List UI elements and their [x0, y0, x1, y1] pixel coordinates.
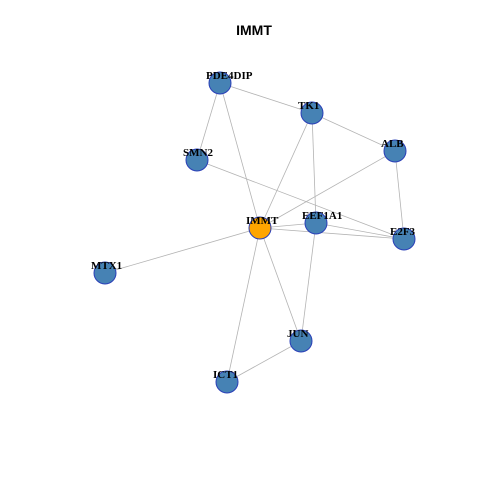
- node-label-mtx1: MTX1: [91, 260, 122, 272]
- edge-tk1-immt: [259, 112, 313, 229]
- edge-jun-ict1: [226, 340, 302, 383]
- node-alb[interactable]: [383, 139, 407, 163]
- edge-immt-jun: [259, 227, 302, 342]
- edge-immt-ict1: [226, 227, 261, 383]
- node-label-smn2: SMN2: [183, 147, 213, 159]
- node-smn2[interactable]: [185, 148, 209, 172]
- node-jun[interactable]: [289, 329, 313, 353]
- edge-alb-immt: [259, 150, 396, 229]
- edge-smn2-e2f3: [196, 159, 405, 240]
- node-label-immt: IMMT: [246, 215, 279, 227]
- node-ict1[interactable]: [215, 370, 239, 394]
- node-label-ict1: ICT1: [213, 369, 238, 381]
- edge-tk1-alb: [311, 112, 396, 152]
- node-eef1a1[interactable]: [304, 211, 328, 235]
- edge-pde4dip-immt: [219, 82, 261, 229]
- node-e2f3[interactable]: [392, 227, 416, 251]
- node-mtx1[interactable]: [93, 261, 117, 285]
- node-immt[interactable]: [248, 216, 272, 240]
- edge-eef1a1-e2f3: [315, 222, 405, 240]
- edge-pde4dip-tk1: [219, 82, 313, 114]
- edge-tk1-eef1a1: [311, 112, 317, 224]
- node-label-pde4dip: PDE4DIP: [206, 70, 253, 82]
- edge-alb-e2f3: [394, 150, 405, 240]
- node-tk1[interactable]: [300, 101, 324, 125]
- diagram-title: IMMT: [236, 22, 272, 38]
- edges-layer: [104, 82, 405, 383]
- nodes-layer: [93, 71, 416, 394]
- node-label-e2f3: E2F3: [390, 226, 416, 238]
- node-label-alb: ALB: [381, 138, 404, 150]
- edge-immt-mtx1: [104, 227, 261, 274]
- edge-immt-e2f3: [259, 227, 405, 240]
- node-label-jun: JUN: [287, 328, 308, 340]
- edge-eef1a1-jun: [300, 222, 317, 342]
- node-label-tk1: TK1: [298, 100, 319, 112]
- edge-pde4dip-smn2: [196, 82, 221, 161]
- node-label-eef1a1: EEF1A1: [302, 210, 342, 222]
- node-pde4dip[interactable]: [208, 71, 232, 95]
